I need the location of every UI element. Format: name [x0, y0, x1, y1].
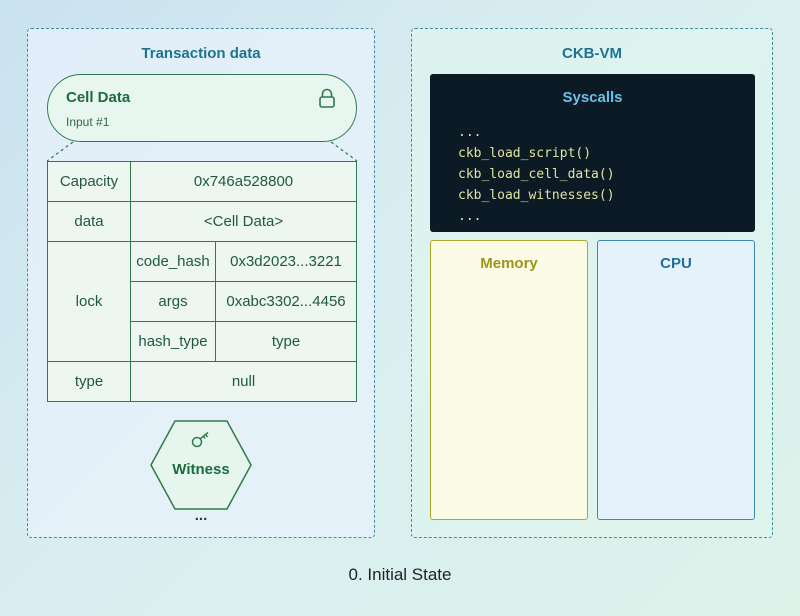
lock-label: lock	[47, 241, 131, 362]
syscalls-box: Syscalls ... ckb_load_script() ckb_load_…	[430, 74, 755, 232]
cell-data-pill: Cell Data Input #1	[47, 74, 357, 142]
witness-hexagon: Witness	[149, 419, 253, 511]
transaction-data-panel: Transaction data Cell Data Input #1 Capa…	[27, 28, 375, 538]
list-item: ckb_load_cell_data()	[458, 167, 615, 182]
ckb-vm-title: CKB-VM	[562, 45, 622, 62]
table-row: type null	[47, 361, 357, 402]
transaction-ellipsis: ...	[194, 507, 208, 524]
memory-box: Memory	[430, 240, 588, 520]
list-item: ...	[458, 125, 482, 140]
capacity-label: Capacity	[47, 161, 131, 202]
args-label: args	[130, 281, 216, 322]
cell-table: Capacity 0x746a528800 data <Cell Data> l…	[47, 161, 357, 402]
code-hash-label: code_hash	[130, 241, 216, 282]
transaction-data-title: Transaction data	[141, 45, 261, 62]
type-label: type	[47, 361, 131, 402]
table-row: Capacity 0x746a528800	[47, 161, 357, 202]
witness-hexagon-shape	[150, 420, 252, 510]
type-value: null	[130, 361, 357, 402]
key-icon	[191, 431, 209, 448]
witness-label: Witness	[172, 461, 230, 478]
state-caption: 0. Initial State	[348, 565, 452, 584]
data-label: data	[47, 201, 131, 242]
args-value: 0xabc3302...4456	[215, 281, 357, 322]
hash-type-label: hash_type	[130, 321, 216, 362]
memory-title: Memory	[480, 255, 538, 272]
table-row: lock code_hash 0x3d2023...3221	[47, 241, 357, 362]
lock-icon	[319, 88, 335, 108]
capacity-value: 0x746a528800	[130, 161, 357, 202]
code-hash-value: 0x3d2023...3221	[215, 241, 357, 282]
list-item: ckb_load_witnesses()	[458, 188, 615, 203]
cpu-title: CPU	[660, 255, 692, 272]
cpu-box: CPU	[597, 240, 755, 520]
ckb-vm-panel: CKB-VM Syscalls ... ckb_load_script() ck…	[411, 28, 773, 538]
syscalls-title: Syscalls	[562, 89, 623, 106]
list-item: ...	[458, 209, 482, 224]
cell-data-subtitle: Input #1	[66, 115, 110, 129]
table-row: data <Cell Data>	[47, 201, 357, 242]
data-value: <Cell Data>	[130, 201, 357, 242]
list-item: ckb_load_script()	[458, 146, 592, 161]
hash-type-value: type	[215, 321, 357, 362]
syscalls-list: ... ckb_load_script() ckb_load_cell_data…	[458, 122, 615, 227]
table-row: args 0xabc3302...4456	[48, 281, 357, 322]
cell-data-title: Cell Data	[66, 89, 131, 106]
